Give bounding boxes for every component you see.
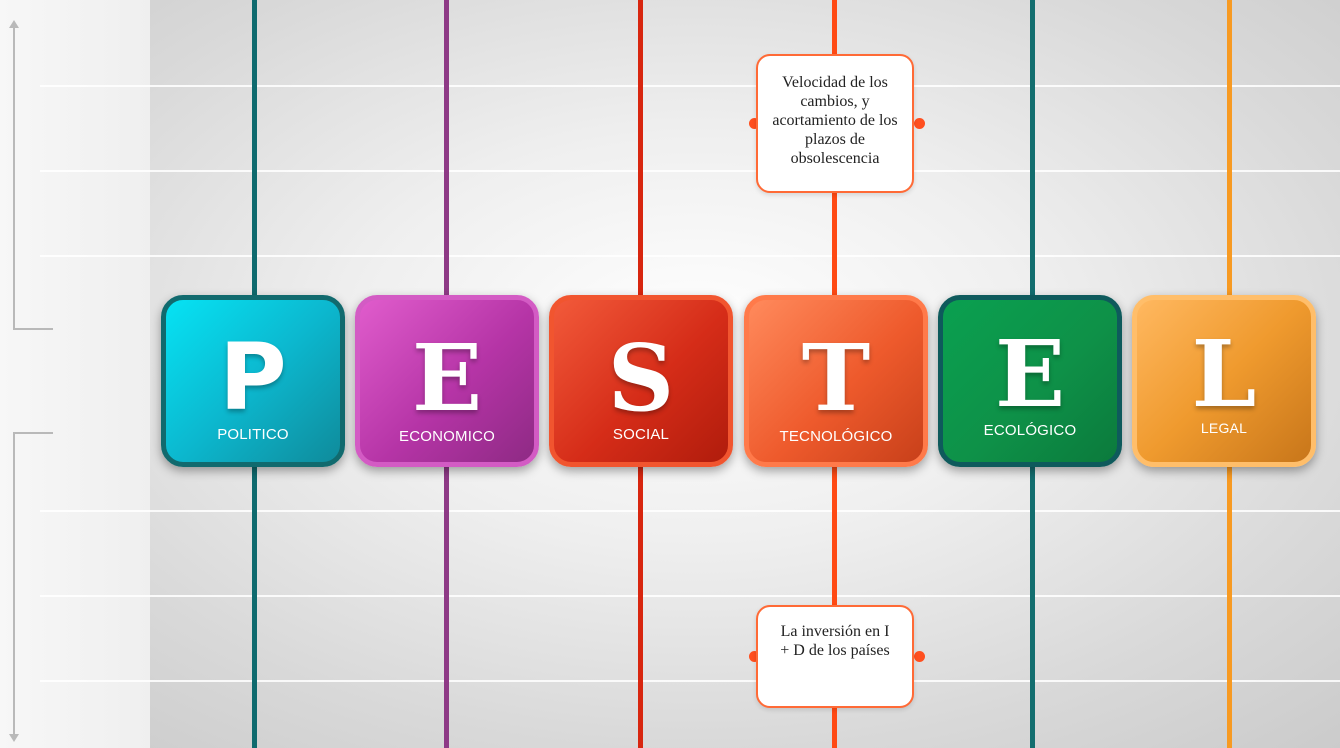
connector-dot — [914, 118, 925, 129]
guide-line — [40, 595, 1340, 597]
tile-label: ECONOMICO — [399, 428, 495, 445]
note-text: Velocidad de los cambios, y acortamiento… — [772, 74, 898, 167]
lower-bracket — [13, 432, 53, 734]
arrow-up-icon — [9, 20, 19, 28]
guide-line — [40, 510, 1340, 512]
tile-label: POLITICO — [217, 426, 289, 443]
tile-letter: P — [219, 324, 287, 431]
tile-letter: T — [801, 324, 871, 432]
tile-social[interactable]: S SOCIAL — [549, 295, 733, 467]
tile-letter: L — [1191, 320, 1257, 428]
guide-line — [40, 170, 1340, 172]
note-velocidad-cambios: Velocidad de los cambios, y acortamiento… — [756, 54, 914, 193]
tile-letter: E — [994, 320, 1066, 428]
connector-dot — [749, 118, 760, 129]
tile-letter: E — [411, 324, 483, 432]
connector-dot — [749, 651, 760, 662]
guide-line — [40, 680, 1340, 682]
guide-line — [40, 255, 1340, 257]
upper-bracket — [13, 28, 53, 330]
tile-tecnologico[interactable]: T TECNOLÓGICO — [744, 295, 928, 467]
guide-line — [40, 85, 1340, 87]
note-inversion-id: La inversión en I + D de los países — [756, 605, 914, 708]
tile-legal[interactable]: L LEGAL — [1132, 295, 1316, 467]
left-panel — [0, 0, 150, 748]
tile-label: SOCIAL — [612, 426, 670, 443]
tile-ecologico[interactable]: E ECOLÓGICO — [938, 295, 1122, 467]
tile-politico[interactable]: P POLITICO — [161, 295, 345, 467]
arrow-down-icon — [9, 734, 19, 742]
tile-letter: S — [607, 324, 675, 432]
connector-dot — [914, 651, 925, 662]
note-text: La inversión en I + D de los países — [780, 623, 890, 659]
tile-label: TECNOLÓGICO — [779, 428, 893, 445]
tile-label: ECOLÓGICO — [983, 422, 1077, 439]
tile-economico[interactable]: E ECONOMICO — [355, 295, 539, 467]
tile-label: LEGAL — [1200, 420, 1248, 436]
